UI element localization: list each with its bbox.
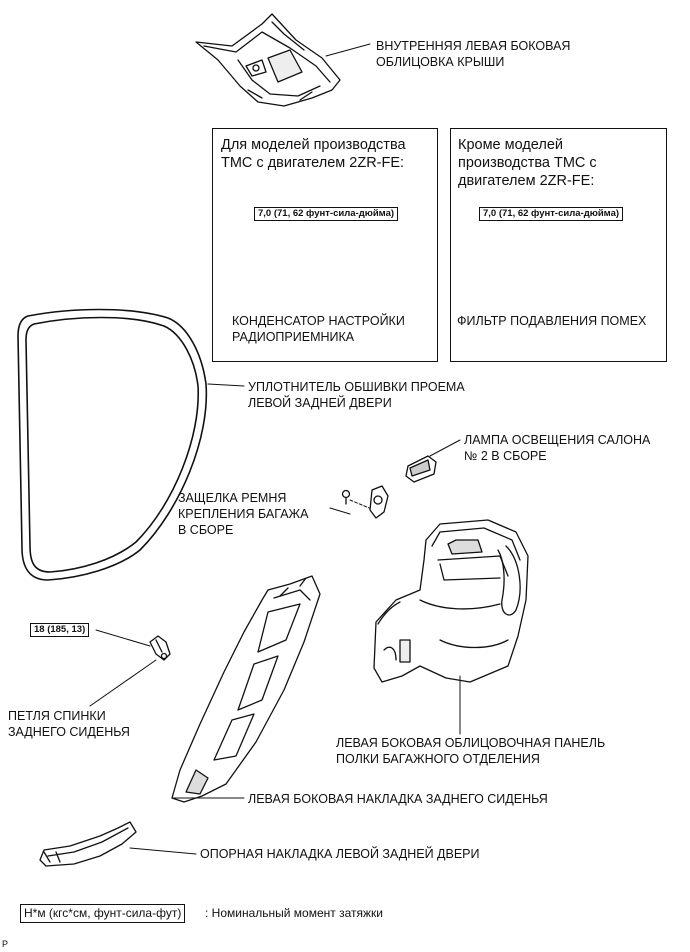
label-seatback-hinge: ПЕТЛЯ СПИНКИ ЗАДНЕГО СИДЕНЬЯ [8, 709, 130, 739]
torque-spec-hinge: 18 (185, 13) [30, 623, 90, 637]
figure-mark: P [2, 939, 9, 949]
label-door-weatherstrip: УПЛОТНИТЕЛЬ ОБШИВКИ ПРОЕМА ЛЕВОЙ ЗАДНЕЙ … [248, 380, 465, 410]
leader-hinge-part [89, 659, 157, 707]
label-roof-trim: ВНУТРЕННЯЯ ЛЕВАЯ БОКОВАЯ ОБЛИЦОВКА КРЫШИ [376, 39, 571, 69]
legend-unit-box: Н*м (кгс*см, фунт-сила-фут) [20, 904, 186, 923]
legend-text: : Номинальный момент затяжки [205, 906, 383, 920]
label-seat-side-garnish: ЛЕВАЯ БОКОВАЯ НАКЛАДКА ЗАДНЕГО СИДЕНЬЯ [248, 792, 548, 806]
label-interior-lamp: ЛАМПА ОСВЕЩЕНИЯ САЛОНА № 2 В СБОРЕ [464, 433, 651, 463]
leader-roof-trim [325, 43, 371, 57]
weatherstrip-illustration [17, 308, 208, 581]
scuff-plate-illustration [39, 821, 137, 867]
variant-right-title: Кроме моделей производства ТМС с двигате… [458, 137, 597, 189]
seatback-hinge-illustration [149, 635, 171, 661]
deck-trim-panel-illustration [373, 519, 529, 683]
variant-box-left [212, 128, 438, 362]
label-noise-filter: ФИЛЬТР ПОДАВЛЕНИЯ ПОМЕХ [457, 314, 647, 328]
variant-box-right [450, 128, 667, 362]
leader-hook [329, 507, 351, 515]
torque-spec-right: 7,0 (71, 62 фунт-сила-дюйма) [479, 207, 624, 221]
label-deck-trim-panel: ЛЕВАЯ БОКОВАЯ ОБЛИЦОВОЧНАЯ ПАНЕЛЬ ПОЛКИ … [336, 736, 606, 766]
luggage-hook-illustration [341, 485, 389, 519]
interior-lamp-illustration [405, 455, 437, 483]
leader-hinge-torque [95, 629, 151, 647]
torque-spec-left: 7,0 (71, 62 фунт-сила-дюйма) [254, 207, 399, 221]
seat-garnish-illustration [171, 575, 321, 803]
leader-weatherstrip [207, 383, 245, 387]
leader-scuff [129, 847, 197, 855]
label-door-scuff-plate: ОПОРНАЯ НАКЛАДКА ЛЕВОЙ ЗАДНЕЙ ДВЕРИ [200, 847, 480, 861]
leader-lamp [429, 439, 461, 457]
label-luggage-hook: ЗАЩЕЛКА РЕМНЯ КРЕПЛЕНИЯ БАГАЖА В СБОРЕ [178, 491, 309, 537]
variant-left-title: Для моделей производства ТМС с двигателе… [221, 137, 406, 171]
roof-trim-illustration [195, 13, 341, 107]
label-radio-condenser: КОНДЕНСАТОР НАСТРОЙКИ РАДИОПРИЕМНИКА [232, 314, 405, 344]
